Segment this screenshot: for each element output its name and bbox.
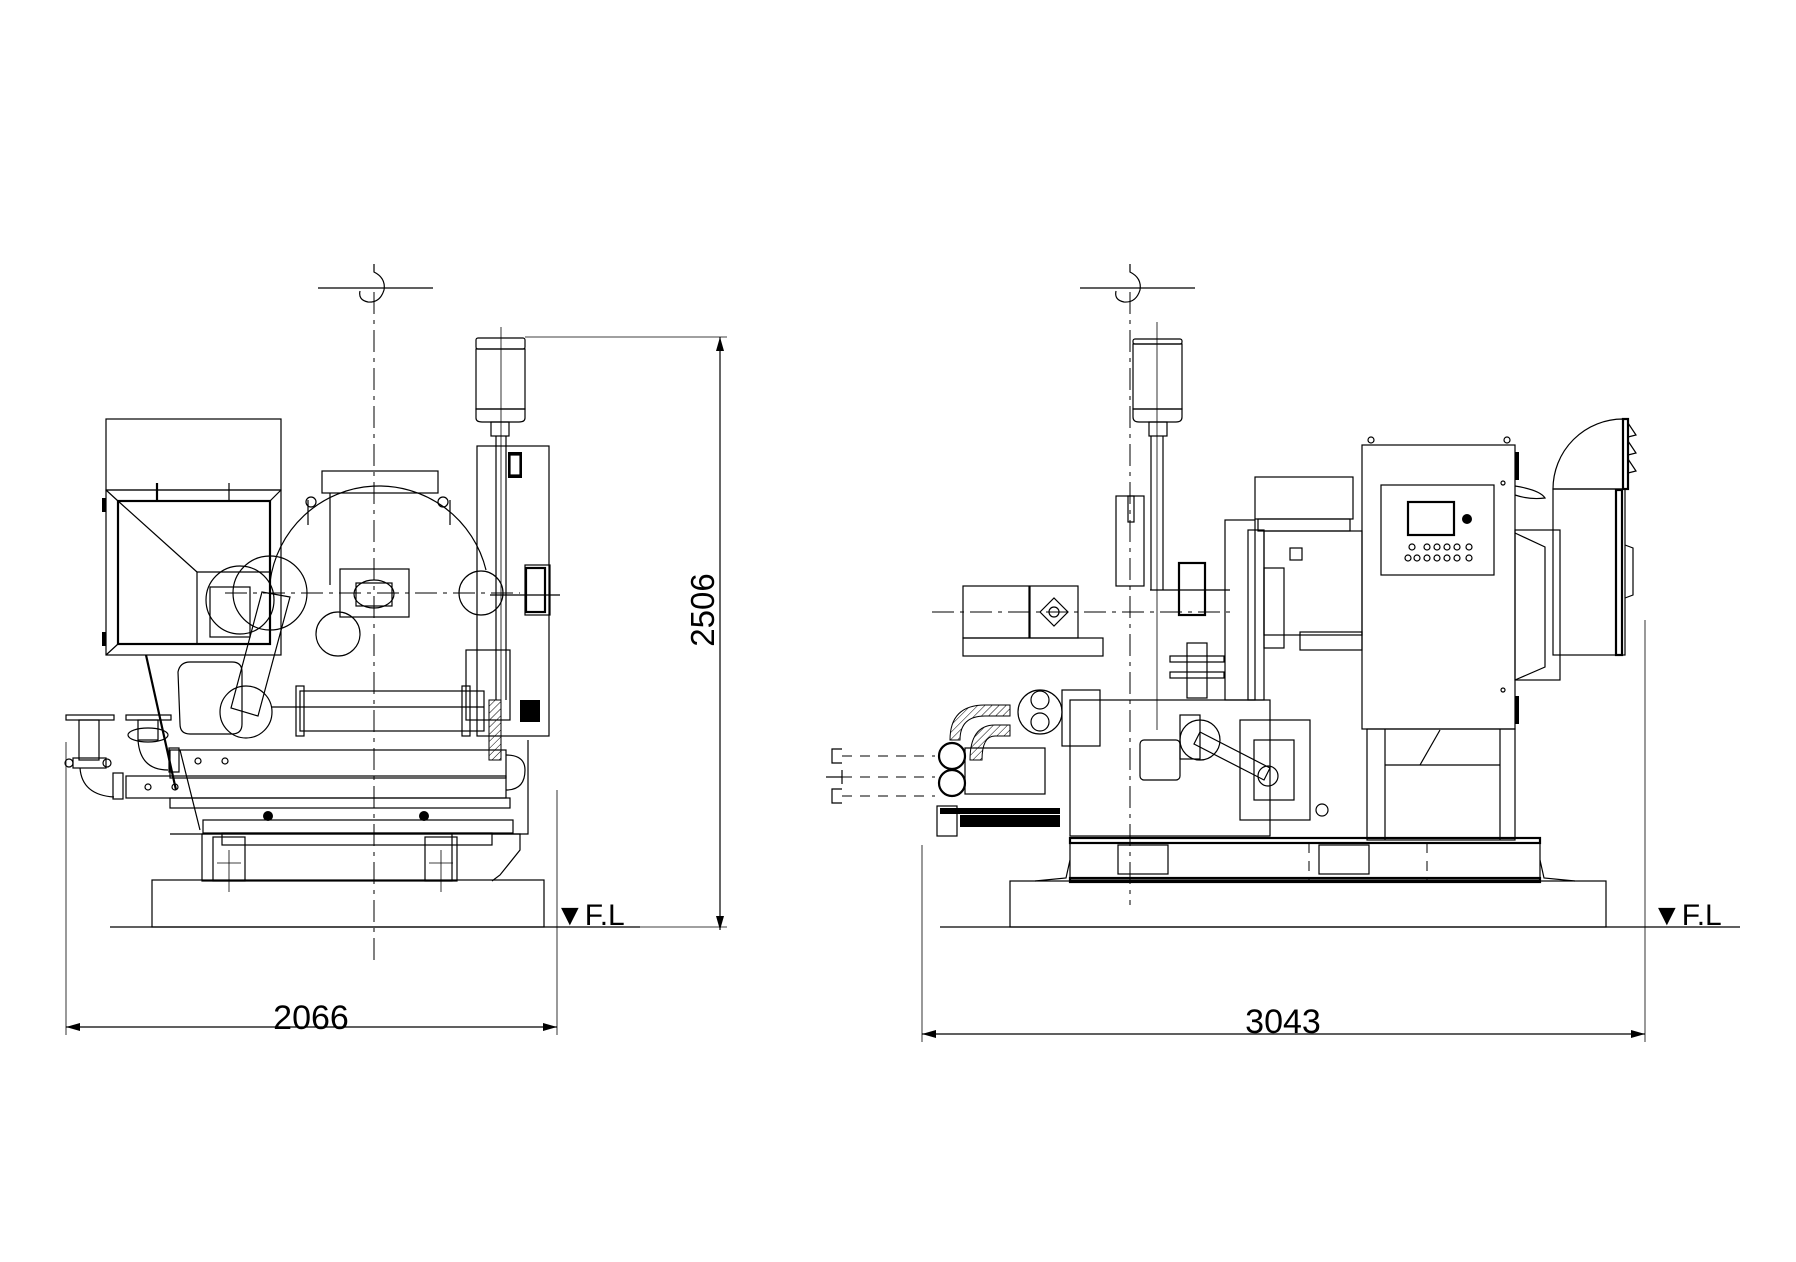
skid-frame bbox=[1009, 836, 1607, 928]
foundation-plinth bbox=[1009, 880, 1607, 928]
lifting-hook-icon bbox=[1080, 264, 1195, 303]
drive-motor-column bbox=[1115, 322, 1230, 730]
front-width-text: 2066 bbox=[273, 999, 349, 1037]
fan-hood bbox=[1514, 417, 1637, 681]
horizontal-pipes bbox=[112, 685, 526, 809]
hopper bbox=[102, 418, 282, 791]
foundation-plinth bbox=[151, 879, 545, 928]
support-frame bbox=[151, 740, 545, 928]
floor-level-label-right: ▼F.L bbox=[1652, 899, 1722, 932]
height-dimension: 2506 bbox=[525, 336, 727, 930]
panel-buttons bbox=[1404, 543, 1473, 562]
side-left-assembly bbox=[932, 585, 1230, 837]
hmi-screen bbox=[1406, 500, 1456, 537]
drive-motor-tower bbox=[465, 327, 560, 761]
side-view: ▼F.L 3043 bbox=[826, 264, 1740, 1042]
floor-level-label-left: ▼F.L bbox=[555, 899, 625, 932]
inlet-flanges bbox=[64, 714, 172, 798]
main-motor bbox=[1254, 476, 1363, 651]
crank-arm bbox=[177, 555, 504, 739]
gearbox bbox=[1069, 519, 1329, 837]
control-cabinet bbox=[1361, 436, 1519, 841]
lifting-hook-icon bbox=[318, 264, 433, 303]
control-panel-face bbox=[1380, 484, 1495, 576]
emergency-stop-icon bbox=[1462, 514, 1472, 524]
front-view: 2506 ▼F.L 2066 bbox=[64, 264, 727, 1037]
connection-dashed-lines bbox=[826, 748, 935, 804]
width-dimension-front: 2066 bbox=[65, 742, 558, 1037]
length-dimension-side: 3043 bbox=[921, 620, 1646, 1042]
height-dimension-text: 2506 bbox=[684, 573, 721, 646]
side-length-text: 3043 bbox=[1245, 1003, 1321, 1041]
drum-wheel bbox=[225, 470, 520, 618]
